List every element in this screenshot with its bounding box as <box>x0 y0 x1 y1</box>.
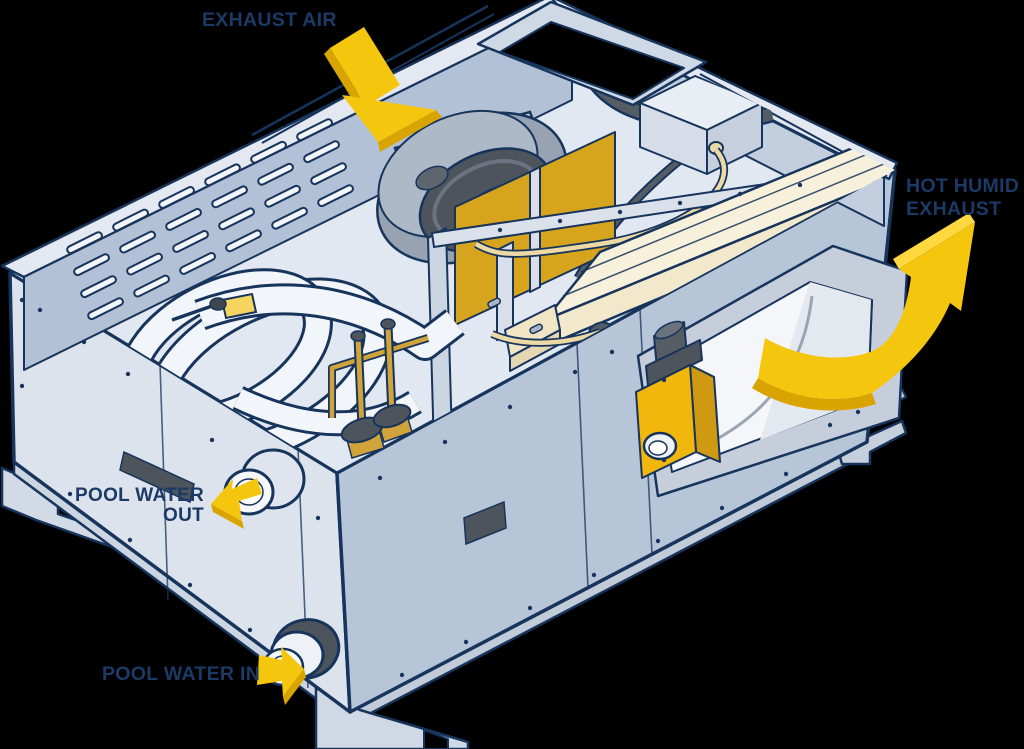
panel-vent-slots <box>119 450 507 546</box>
hot-humid-exhaust-label: HOT HUMID EXHAUST <box>906 175 1019 221</box>
pool-water-in-label: POOL WATER IN <box>102 663 261 685</box>
pool-water-in-arrow-icon <box>257 647 306 705</box>
top-hatch-curb <box>476 0 708 107</box>
screws <box>19 182 861 678</box>
pool-water-out-label: POOL WATER OUT <box>58 486 204 526</box>
pool-water-out-label-line2: OUT <box>162 505 204 526</box>
hot-humid-exhaust-label-line1: HOT HUMID <box>906 175 1020 197</box>
core-tube <box>490 328 602 347</box>
hot-humid-exhaust-label-line2: EXHAUST <box>906 198 1002 220</box>
exhaust-air-label: EXHAUST AIR <box>202 9 337 31</box>
exhaust-air-arrow-icon <box>324 27 442 152</box>
pool-water-out-arrow-icon <box>211 478 262 529</box>
damper-actuator <box>635 320 721 479</box>
pool-water-out-label-line1: POOL WATER <box>75 485 204 506</box>
louver-vents <box>66 118 354 321</box>
condensate-tube <box>473 147 728 258</box>
hot-humid-exhaust-arrow-icon <box>752 213 975 411</box>
panel-pins <box>487 297 544 335</box>
